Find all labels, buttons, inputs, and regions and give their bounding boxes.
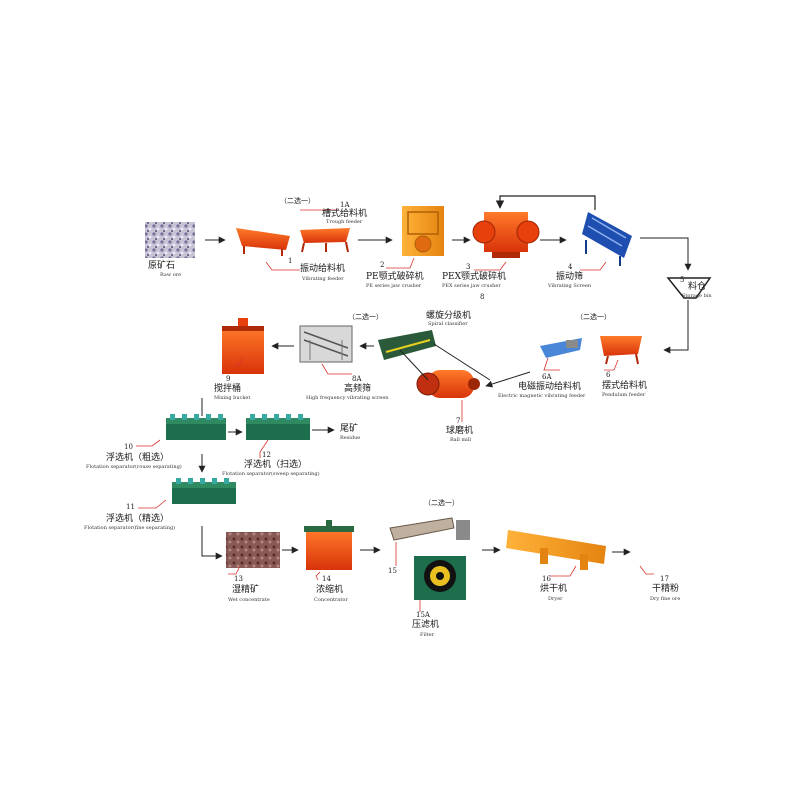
label-flotation-cleaner-en: Flotation separator(fine separating): [84, 525, 176, 531]
label-pendulum-feeder: 摆式给料机: [602, 381, 648, 391]
pendulum-feeder-icon: [600, 336, 642, 365]
label-vibrating-screen: 振动筛: [556, 272, 584, 282]
pe-jaw-crusher-icon: [402, 206, 444, 256]
label-flotation-cleaner: 浮选机（精选）: [106, 514, 170, 524]
num-9: 9: [226, 375, 231, 383]
label-raw-ore-en: Raw ore: [160, 272, 182, 278]
label-vibrating-feeder: 振动给料机: [300, 264, 346, 274]
arrow-classifier-to-mill: [433, 343, 491, 381]
filter-belt-icon: [389, 517, 470, 541]
label-trough-feeder-en: Trough feeder: [326, 219, 363, 225]
arrow-screen-return: [495, 195, 596, 210]
label-vibrating-screen-en: Vibrating Screen: [548, 283, 592, 289]
mixing-bucket-icon: [222, 318, 264, 374]
flotation-rougher-icon: [166, 414, 226, 440]
wet-concentrate-image: [226, 532, 280, 568]
label-storage-bin: 料仓: [688, 282, 707, 292]
num-6A: 6A: [542, 373, 552, 381]
num-1A: 1A: [340, 201, 350, 209]
label-dryer-en: Dryer: [548, 596, 563, 602]
leader-lines: [136, 209, 654, 612]
label-flotation-rougher-en: Flotation separator(rouse separating): [86, 464, 182, 470]
label-pex-crusher: PEX颚式破碎机: [442, 272, 507, 282]
label-pendulum-feeder-en: Pendulum feeder: [602, 392, 646, 398]
label-ball-mill: 球磨机: [446, 426, 474, 436]
vibrating-screen-icon: [582, 212, 632, 266]
label-wet-concentrate-en: Wet concentrate: [228, 597, 270, 603]
num-8-row1: 8: [480, 293, 485, 301]
label-residue-en: Residue: [340, 435, 361, 441]
label-residue: 尾矿: [340, 424, 359, 434]
choice-label-row1: （二选一）: [280, 197, 315, 205]
num-10: 10: [124, 443, 133, 451]
num-5: 5: [680, 276, 685, 284]
label-spiral-classifier-en: Spiral classifier: [428, 321, 468, 327]
num-14: 14: [322, 575, 331, 583]
label-storage-bin-en: Storage bin: [682, 293, 712, 299]
label-dry-fine-ore-en: Dry fine ore: [650, 596, 681, 602]
label-ball-mill-en: Ball mill: [450, 437, 471, 443]
choice-label-row2-left: （二选一）: [348, 313, 383, 321]
spiral-classifier-icon: [378, 330, 436, 360]
label-filter-en: Filter: [420, 632, 435, 638]
vibrating-feeder-icon: [236, 228, 290, 256]
arrow-mill-classifier-loop: [399, 349, 429, 381]
label-dryer: 烘干机: [540, 584, 568, 594]
num-6: 6: [606, 371, 611, 379]
num-4: 4: [568, 263, 573, 271]
label-filter: 压滤机: [412, 620, 440, 630]
filter-press-icon: [414, 556, 466, 600]
high-frequency-screen-icon: [299, 325, 353, 363]
label-flotation-rougher: 浮选机（粗选）: [106, 453, 170, 463]
pex-jaw-crusher-icon: [472, 212, 540, 258]
label-mixing-bucket-en: Mixing bucket: [214, 395, 251, 401]
num-17: 17: [660, 575, 669, 583]
num-2: 2: [380, 261, 385, 269]
concentrator-icon: [304, 520, 354, 570]
label-hf-screen: 高频筛: [344, 384, 372, 394]
label-em-feeder: 电磁振动给料机: [518, 382, 582, 392]
num-15A: 15A: [416, 611, 430, 619]
label-wet-concentrate: 湿精矿: [232, 585, 260, 595]
num-15: 15: [388, 567, 397, 575]
num-16: 16: [542, 575, 551, 583]
num-12: 12: [262, 451, 271, 459]
label-hf-screen-en: High frequency vibrating screen: [306, 395, 389, 401]
storage-bin-icon: [666, 277, 712, 299]
choice-label-row2-right: （二选一）: [576, 313, 611, 321]
label-concentrator: 浓缩机: [316, 585, 344, 595]
num-11: 11: [126, 503, 135, 511]
label-mixing-bucket: 搅拌桶: [214, 384, 242, 394]
num-7: 7: [456, 417, 461, 425]
trough-feeder-icon: [300, 228, 350, 253]
label-flotation-scavenger-en: Flotation separator(sweep separating): [222, 471, 320, 477]
label-spiral-classifier: 螺旋分级机: [426, 311, 472, 321]
flotation-cleaner-icon: [172, 478, 236, 504]
ball-mill-icon: [416, 370, 480, 398]
num-3: 3: [466, 263, 471, 271]
label-concentrator-en: Concentrator: [314, 597, 348, 603]
label-flotation-scavenger: 浮选机（扫选）: [244, 460, 308, 470]
flotation-scavenger-icon: [246, 414, 310, 440]
label-pe-crusher: PE颚式破碎机: [366, 272, 424, 282]
dryer-icon: [506, 530, 606, 570]
arrow-feeder-to-mill: [485, 371, 531, 388]
label-raw-ore: 原矿石: [148, 261, 176, 271]
label-pe-crusher-en: PE series jaw crusher: [366, 283, 422, 289]
arrow-bin-to-feeders: [663, 300, 689, 354]
label-em-feeder-en: Electric magnetic vibrating feeder: [498, 393, 586, 399]
label-trough-feeder: 槽式给料机: [322, 209, 368, 219]
num-13: 13: [234, 575, 243, 583]
arrow-screen-to-bin: [640, 237, 692, 271]
electromagnetic-feeder-icon: [540, 338, 582, 358]
choice-label-row4: （二选一）: [424, 499, 459, 507]
arrow-cleaner-to-wet: [201, 526, 223, 560]
num-1: 1: [288, 257, 293, 265]
label-vibrating-feeder-en: Vibrating feeder: [302, 276, 344, 282]
num-8A: 8A: [352, 375, 362, 383]
label-pex-crusher-en: PEX series jaw crusher: [442, 283, 501, 289]
raw-ore-image: [145, 222, 195, 258]
label-dry-fine-ore: 干精粉: [652, 584, 680, 594]
